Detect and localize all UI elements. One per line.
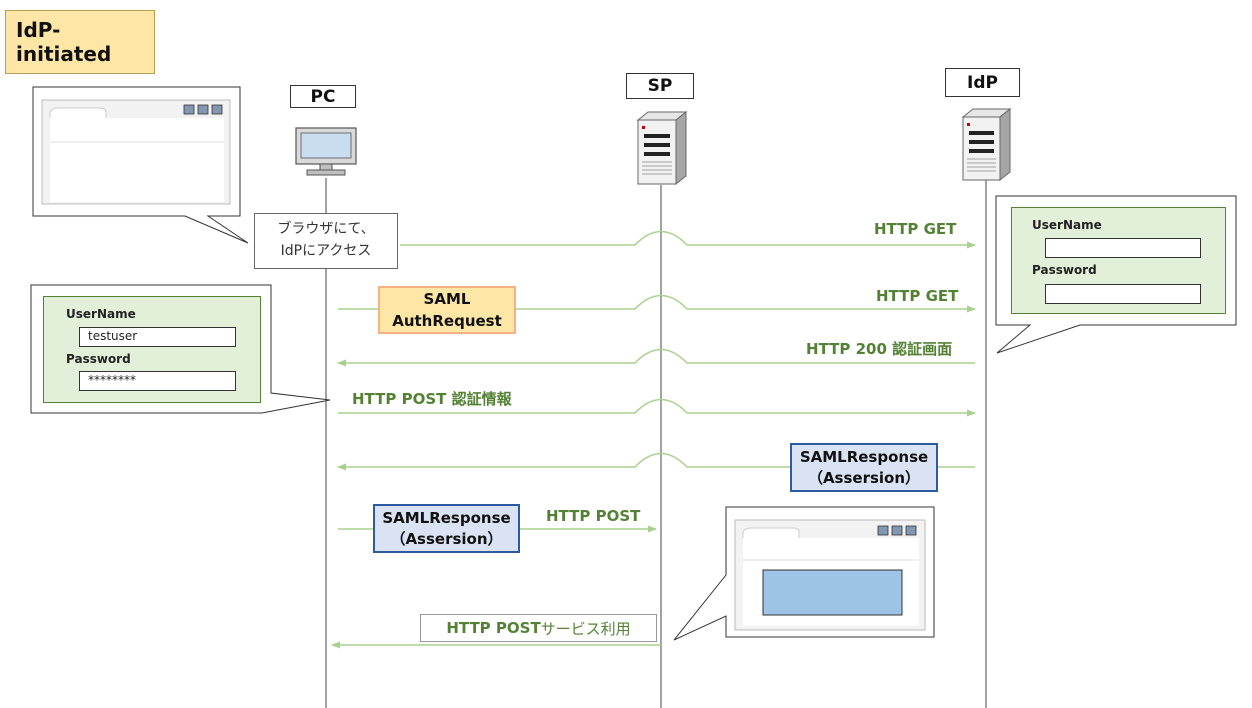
browser-access-line2: IdPにアクセス [280,243,372,259]
idp-server-icon [961,107,1012,182]
service-message-method: HTTP POST [446,619,541,637]
pc-login-form: UserName testuser Password ******** [43,296,261,403]
saml-response-idp-line2: （Assersion） [807,468,921,487]
pc-username-label: UserName [66,307,136,321]
arrow-m2 [338,294,976,313]
message-http-get-2: HTTP GET [876,287,959,305]
arrow-m3 [337,348,975,367]
message-http-post-credentials: HTTP POST 認証情報 [352,390,512,408]
pc-monitor-icon [295,127,357,176]
message-http-get-1: HTTP GET [874,220,957,238]
saml-response-pc-box: SAMLResponse （Assersion） [373,504,520,553]
browser-access-line1: ブラウザにて、 [277,221,375,237]
saml-response-pc-line2: （Assersion） [390,529,503,548]
idp-password-field[interactable] [1045,284,1201,304]
browser-callout [32,86,249,244]
actor-pc-label: PC [290,85,356,108]
diagram-title: IdP-initiated [5,10,155,74]
message-http-200: HTTP 200 認証画面 [806,340,953,358]
saml-authrequest-box: SAML AuthRequest [378,286,516,334]
arrow-m1 [400,230,976,249]
saml-response-idp-box: SAMLResponse （Assersion） [790,443,938,492]
pc-password-label: Password [66,352,131,366]
saml-authrequest-line2: AuthRequest [392,312,502,330]
message-http-post-sp: HTTP POST [546,507,641,525]
idp-password-label: Password [1032,263,1097,277]
actor-idp-label: IdP [945,68,1020,97]
arrow-m5 [337,452,975,471]
pc-username-field[interactable]: testuser [79,327,236,347]
idp-username-label: UserName [1032,218,1102,232]
service-message-text: サービス利用 [540,619,631,638]
saml-response-idp-line1: SAMLResponse [799,447,929,466]
idp-login-form: UserName Password [1011,207,1226,314]
pc-password-field[interactable]: ******** [79,371,236,391]
service-browser-callout [673,506,935,641]
idp-username-field[interactable] [1045,238,1201,258]
saml-response-pc-line1: SAMLResponse [382,508,511,527]
sp-server-icon [636,110,688,186]
actor-sp-label: SP [626,73,694,99]
browser-access-note: ブラウザにて、 IdPにアクセス [254,213,398,269]
saml-authrequest-line1: SAML [423,290,471,308]
arrow-m4 [338,398,976,417]
